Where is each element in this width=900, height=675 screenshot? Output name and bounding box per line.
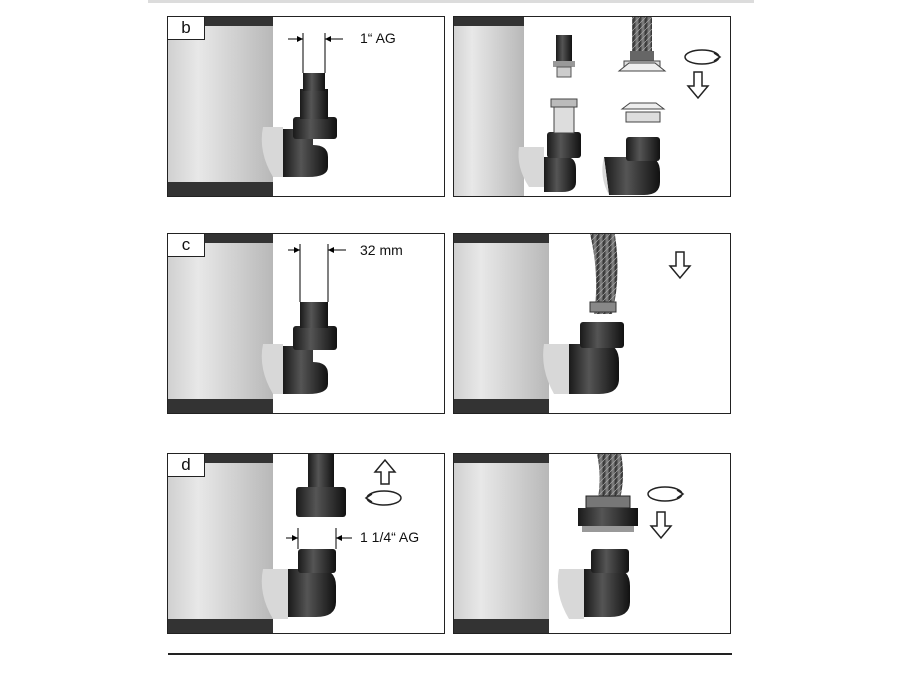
figure-b-right-panel [453, 16, 731, 197]
figure-b-left-panel: b 1“ AG [167, 16, 445, 197]
pump-with-32mm-nozzle-illustration [168, 234, 346, 413]
step-label-c: c [168, 234, 205, 257]
pump-with-hose-attached-illustration [454, 234, 692, 413]
figure-d-left-panel: d 1 1/4“ AG [167, 453, 445, 634]
step-label-b: b [168, 17, 205, 40]
dimension-label-b: 1“ AG [360, 30, 396, 46]
figure-c-right-panel [453, 233, 731, 414]
step-label-d: d [168, 454, 205, 477]
bottom-divider [168, 653, 732, 655]
dimension-label-d: 1 1/4“ AG [360, 529, 420, 545]
pump-with-threaded-hose-illustration [454, 454, 685, 633]
pump-with-removed-nozzle-illustration [168, 454, 402, 633]
figure-d-right-panel [453, 453, 731, 634]
top-divider [148, 0, 754, 3]
pump-with-hose-nozzle-illustration [168, 17, 343, 196]
pump-with-quick-couplings-illustration [454, 17, 722, 196]
dimension-label-c: 32 mm [360, 242, 403, 258]
figure-c-left-panel: c 32 mm [167, 233, 445, 414]
